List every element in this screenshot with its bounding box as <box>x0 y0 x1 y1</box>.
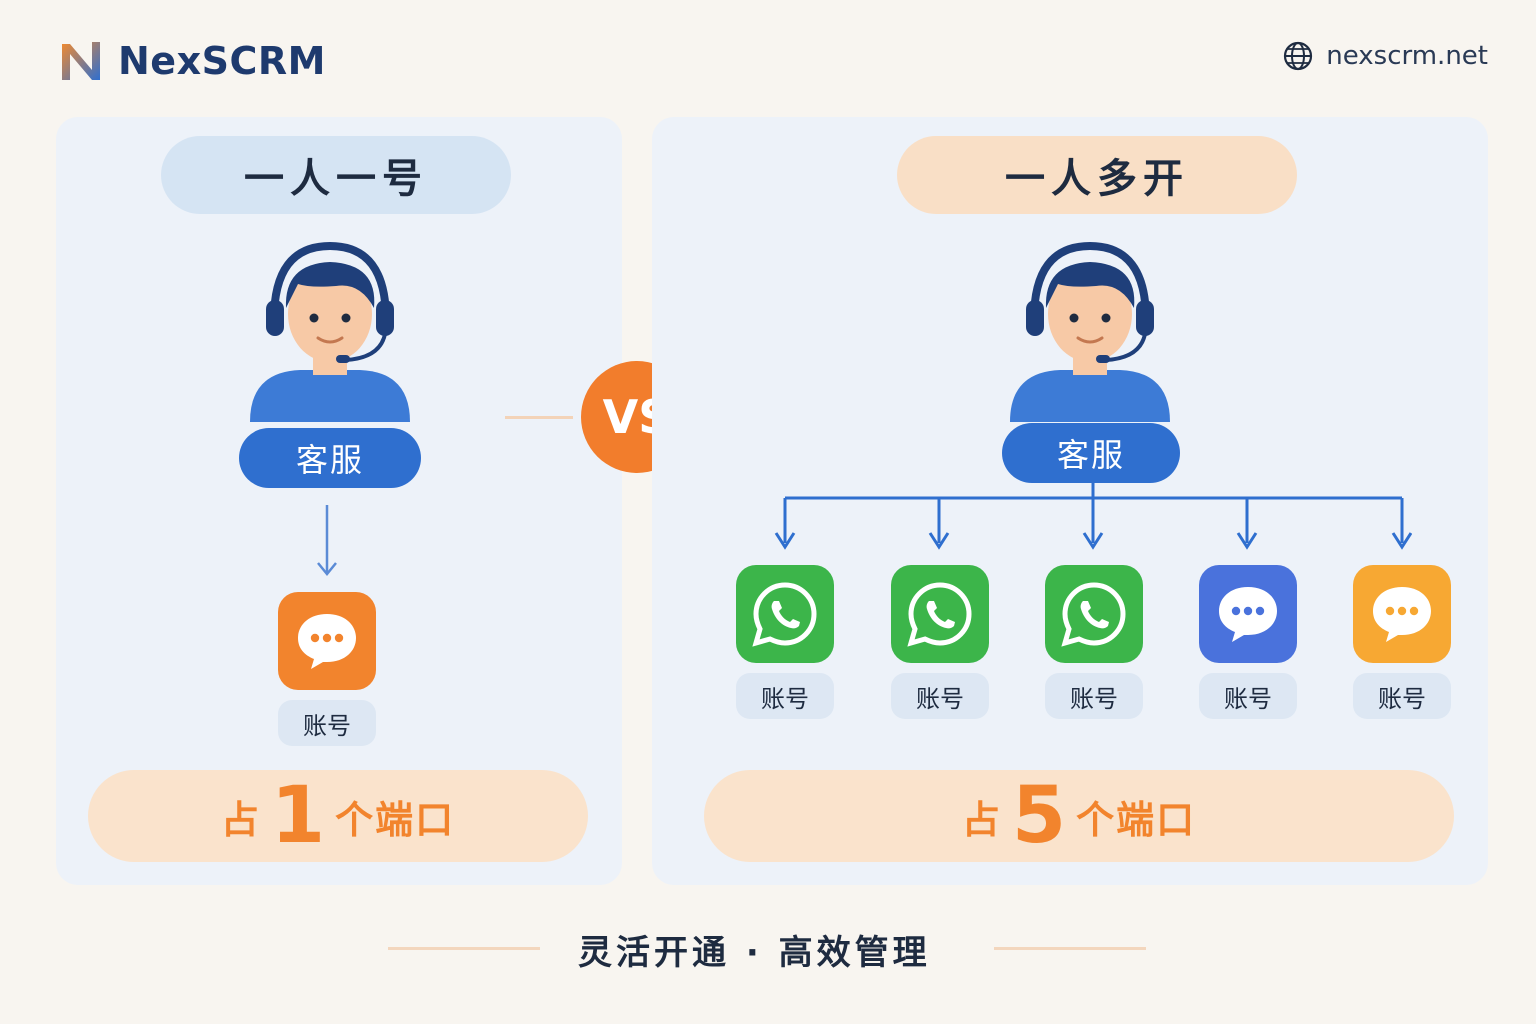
account-app-tile[interactable] <box>1045 565 1143 663</box>
whatsapp-icon <box>1061 582 1126 647</box>
port-usage-suffix: 个端口 <box>335 797 456 842</box>
globe-icon <box>1284 41 1313 71</box>
account-label: 账号 <box>736 673 834 719</box>
port-usage-number: 5 <box>1011 771 1067 861</box>
single-account-title: 一人一号 <box>161 136 511 214</box>
account-label: 账号 <box>891 673 989 719</box>
account-app-tile[interactable] <box>278 592 376 690</box>
footer-divider-right <box>994 947 1146 950</box>
account-app-tile[interactable] <box>1199 565 1297 663</box>
single-account-panel: 一人一号 客服 账号 占 1 个端 <box>56 117 622 885</box>
multi-account-title: 一人多开 <box>897 136 1297 214</box>
agent-label-badge: 客服 <box>239 428 421 488</box>
multi-account-panel: 一人多开 客服 <box>652 117 1488 885</box>
port-usage-single: 占 1 个端口 <box>88 770 588 862</box>
website-url: nexscrm.net <box>1326 41 1488 71</box>
footer: 灵活开通 · 高效管理 <box>0 925 1536 975</box>
brand-logo[interactable]: NexSCRM <box>56 36 326 86</box>
agent-avatar <box>240 242 420 422</box>
account-label: 账号 <box>278 700 376 746</box>
port-usage-prefix: 占 <box>961 797 1002 842</box>
chat-bubble-icon <box>298 614 356 669</box>
headset-agent-icon <box>1010 242 1170 422</box>
whatsapp-icon <box>752 582 817 647</box>
port-usage-suffix: 个端口 <box>1076 797 1197 842</box>
port-usage-prefix: 占 <box>220 797 261 842</box>
port-usage-multi: 占 5 个端口 <box>704 770 1454 862</box>
agent-avatar <box>1000 242 1180 422</box>
nexscrm-logo-icon <box>62 42 100 80</box>
vs-divider-left <box>505 416 573 419</box>
port-usage-number: 1 <box>270 771 326 861</box>
account-app-tile[interactable] <box>891 565 989 663</box>
account-label: 账号 <box>1353 673 1451 719</box>
chat-bubble-icon <box>1219 587 1277 642</box>
chat-bubble-icon <box>1373 587 1431 642</box>
account-app-tile[interactable] <box>1353 565 1451 663</box>
whatsapp-icon <box>907 582 972 647</box>
account-label: 账号 <box>1045 673 1143 719</box>
brand-name: NexSCRM <box>118 39 326 83</box>
down-arrow-icon <box>317 505 337 576</box>
account-app-tile[interactable] <box>736 565 834 663</box>
footer-tagline: 灵活开通 · 高效管理 <box>578 933 931 973</box>
footer-divider-left <box>388 947 540 950</box>
website-link[interactable]: nexscrm.net <box>1282 40 1488 72</box>
agent-label-badge: 客服 <box>1002 423 1180 483</box>
branch-arrows-icon <box>774 481 1412 550</box>
headset-agent-icon <box>250 242 410 422</box>
account-label: 账号 <box>1199 673 1297 719</box>
